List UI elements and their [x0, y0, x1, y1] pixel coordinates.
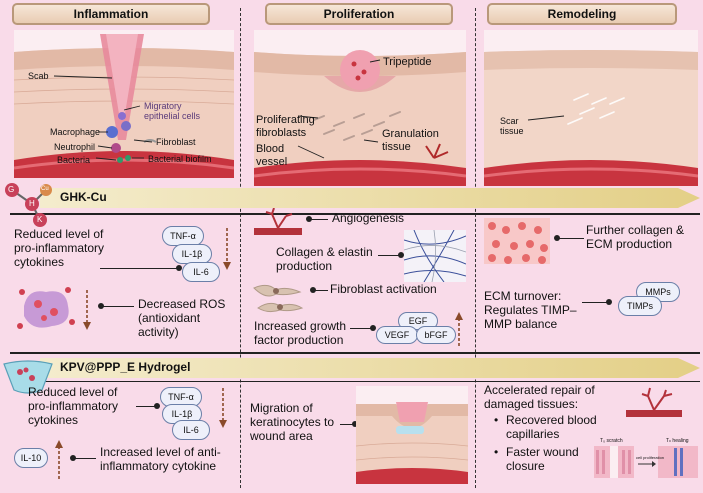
ghk-cytokine-leader — [100, 268, 178, 269]
label-scar-tissue: Scar tissue — [500, 116, 524, 137]
header-inflammation: Inflammation — [12, 3, 210, 25]
bullet-2-marker: • — [494, 445, 499, 459]
fibroblast-dot — [310, 287, 316, 293]
kpv-cytokine-leader — [136, 406, 156, 407]
label-biofilm: Bacterial biofilm — [148, 154, 212, 164]
macrophage-cell — [106, 126, 118, 138]
label-migratory-cells: Migratory epithelial cells — [144, 101, 201, 122]
growth-factor-up-arrow — [455, 312, 463, 348]
ghk-decreased-ros-text: Decreased ROS (antioxidant activity) — [138, 297, 226, 339]
ecm-tissue-icon — [484, 218, 550, 264]
ros-down-arrow — [83, 290, 91, 330]
label-neutrophil: Neutrophil — [54, 142, 96, 152]
ghk-divider — [10, 213, 700, 215]
collagen-elastin-text: Collagen & elastin production — [276, 245, 373, 273]
label-blood-vessel: Blood vessel — [256, 143, 288, 168]
timp-dot — [606, 299, 612, 305]
kpv-pill-il6: IL-6 — [172, 420, 210, 440]
label-tripeptide: Tripeptide — [383, 56, 432, 68]
ghk-reduced-cytokines-text: Reduced level of pro-inflammatory cytoki… — [14, 227, 105, 269]
header-proliferation: Proliferation — [265, 3, 453, 25]
bullet-recovered-capillaries: Recovered blood capillaries — [506, 413, 597, 441]
molecule-k-label: K — [37, 215, 43, 224]
bullet-faster-closure: Faster wound closure — [506, 445, 579, 473]
ros-leader — [100, 306, 134, 307]
ecm-leader — [558, 238, 584, 239]
kpv-divider-bottom — [40, 381, 700, 382]
molecule-cu-label: Cu — [41, 186, 49, 192]
neutrophil-cell — [111, 143, 121, 153]
ghk-arrow-bar — [40, 188, 700, 208]
migration-leader — [340, 424, 354, 425]
pill-timps: TIMPs — [618, 296, 662, 316]
kpv-title: KPV@PPP_E Hydrogel — [60, 360, 191, 374]
ghk-pill-il6: IL-6 — [182, 262, 220, 282]
anti-inflammatory-text: Increased level of anti- inflammatory cy… — [100, 445, 221, 473]
keratinocyte-skin-icon — [356, 386, 468, 484]
scratch-after-label: Tₙ healing — [666, 438, 689, 444]
scratch-before-label: T₀ scratch — [600, 438, 623, 444]
ghk-cytokine-dot — [176, 265, 182, 271]
inflammation-skin-illustration — [14, 30, 234, 178]
growth-factor-dot — [370, 325, 376, 331]
il10-up-arrow — [55, 440, 63, 480]
growth-factor-text: Increased growth factor production — [254, 319, 347, 347]
collagen-fiber-icon — [404, 230, 466, 282]
ghk-title: GHK-Cu — [60, 190, 107, 204]
label-fibroblast: Fibroblast — [156, 137, 196, 147]
accelerated-repair-text: Accelerated repair of damaged tissues: — [484, 383, 595, 411]
ghk-cytokine-down-arrow — [223, 228, 231, 270]
fibroblast-leader — [314, 290, 328, 291]
column-divider-right — [475, 8, 476, 488]
scratch-assay-icon — [594, 446, 698, 478]
header-remodeling: Remodeling — [487, 3, 677, 25]
angiogenesis-leader — [310, 219, 328, 220]
label-granulation-tissue: Granulation tissue — [382, 128, 439, 153]
ghk-pill-tnf: TNF-α — [162, 226, 204, 246]
proliferation-skin-illustration — [254, 30, 466, 186]
further-collagen-text: Further collagen & ECM production — [586, 223, 685, 251]
fibroblast-cell-icon — [253, 284, 304, 313]
il10-dot — [70, 455, 76, 461]
il10-leader — [74, 458, 96, 459]
label-macrophage: Macrophage — [50, 127, 101, 137]
kpv-arrow-bar — [40, 358, 700, 378]
bullet-1-marker: • — [494, 413, 499, 427]
remodeling-skin-illustration — [484, 30, 698, 186]
pill-bfgf: bFGF — [416, 326, 456, 344]
kpv-cytokine-dot — [154, 403, 160, 409]
ecm-dot — [554, 235, 560, 241]
capillary-vessel-icon — [626, 387, 682, 417]
scratch-arrow-label: cell proliferation — [636, 455, 665, 460]
kpv-divider-top — [10, 352, 700, 354]
label-scab: Scab — [28, 71, 49, 81]
pill-il10: IL-10 — [14, 448, 48, 468]
hydrogel-icon — [3, 360, 53, 394]
angiogenesis-text: Angiogenesis — [332, 211, 405, 225]
angiogenesis-dot — [306, 216, 312, 222]
molecule-h-label: H — [29, 199, 35, 208]
collagen-leader — [378, 255, 400, 256]
bacteria-cell — [117, 157, 123, 163]
ghk-pill-il1b: IL-1β — [172, 244, 212, 264]
label-proliferating-fibroblasts: Proliferating fibroblasts — [256, 114, 315, 139]
ghk-molecule-icon — [5, 183, 52, 227]
kpv-cytokine-down-arrow — [219, 388, 227, 428]
ecm-turnover-text: ECM turnover: Regulates TIMP– MMP balanc… — [484, 289, 577, 331]
growth-factor-leader — [350, 328, 372, 329]
migration-dot — [352, 421, 358, 427]
angiogenesis-vessel-icon — [254, 208, 302, 235]
ros-particle-icon — [17, 287, 75, 329]
column-divider-left — [240, 8, 241, 488]
pill-vegf: VEGF — [376, 326, 418, 344]
fibroblast-activation-text: Fibroblast activation — [330, 282, 437, 296]
timp-leader — [582, 302, 608, 303]
kpv-reduced-cytokines-text: Reduced level of pro-inflammatory cytoki… — [28, 385, 119, 427]
collagen-dot — [398, 252, 404, 258]
keratinocyte-migration-text: Migration of keratinocytes to wound area — [250, 401, 335, 443]
molecule-g-label: G — [8, 185, 15, 194]
label-bacteria: Bacteria — [57, 155, 91, 165]
